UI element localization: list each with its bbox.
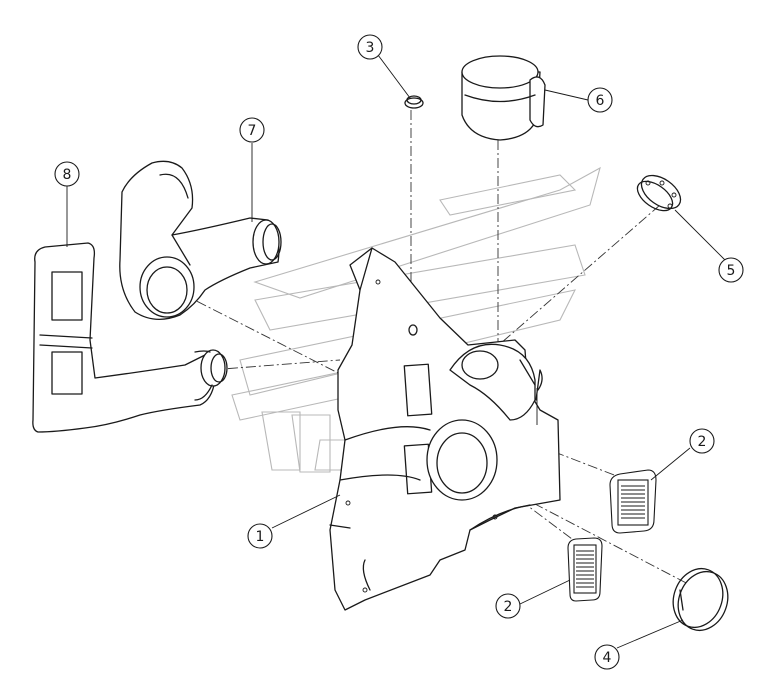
callout-3-label: 3 [366,40,375,56]
callout-8: 8 [54,161,80,187]
grille-slots-lower [576,550,594,588]
part-7-elbow-duct [119,160,282,320]
callout-1-label: 1 [256,529,265,545]
callout-4-label: 4 [603,650,612,666]
callout-8-label: 8 [63,167,72,183]
callout-7: 7 [239,117,265,143]
part-4-round-cap [672,567,729,632]
part-2-vent-grille-upper [609,469,657,534]
part-2-vent-grille-lower [567,537,603,602]
callout-2-lower: 2 [495,593,521,619]
part-5-round-flange [636,174,682,212]
callout-6-label: 6 [596,93,605,109]
callout-5-label: 5 [727,263,736,279]
callout-2-upper-label: 2 [698,434,707,450]
part-3-grommet [404,95,424,109]
part-6-cylindrical-cup [461,55,546,141]
grille-slots-upper [621,485,645,519]
callout-7-label: 7 [248,123,257,139]
callout-3: 3 [357,34,383,60]
part-8-side-duct [32,242,228,433]
callout-2-upper: 2 [689,428,715,454]
callout-2-lower-label: 2 [504,599,513,615]
callout-1: 1 [247,523,273,549]
leader-lines [66,54,726,649]
callout-5: 5 [718,257,744,283]
callout-6: 6 [587,87,613,113]
part-1-main-panel [329,247,561,611]
callout-4: 4 [594,644,620,670]
